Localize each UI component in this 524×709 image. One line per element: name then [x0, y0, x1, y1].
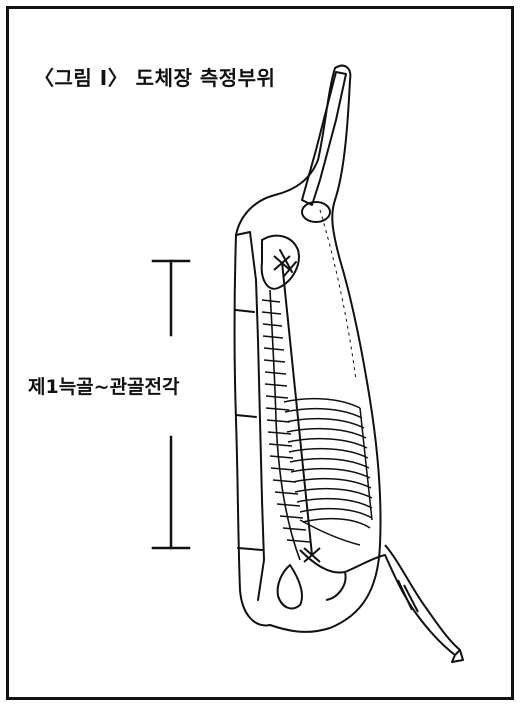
figure-page: 〈그림 Ⅰ〉 도체장 측정부위 제1늑골~관골전각 — [0, 0, 524, 709]
carcass-illustration-icon — [0, 0, 524, 709]
